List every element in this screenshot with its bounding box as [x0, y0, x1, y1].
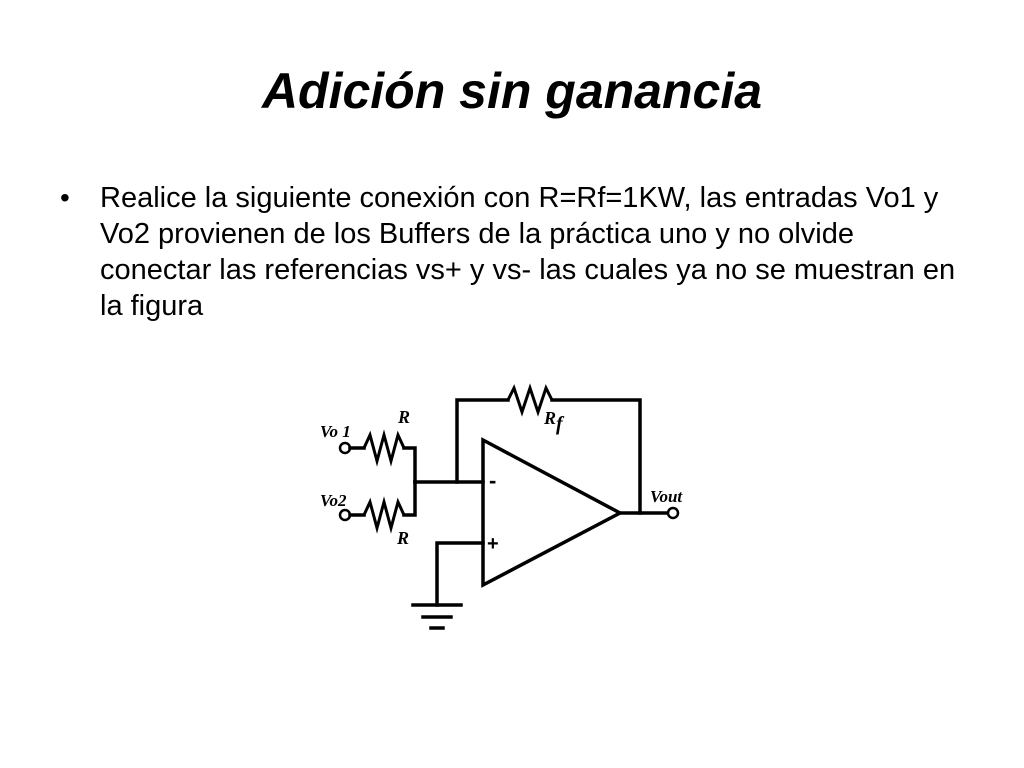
vo1-label: Vo 1	[320, 422, 351, 441]
feedback-wire-left	[455, 398, 510, 484]
vout-output-terminal	[666, 506, 680, 520]
ground-symbol	[411, 603, 463, 630]
bullet-text: Realice la siguiente conexión con R=Rf=1…	[100, 182, 956, 322]
summing-amplifier-circuit-diagram: - + Vo 1 R Vo2 R Rf Vout	[320, 383, 683, 630]
r1-resistor	[362, 429, 406, 467]
noninverting-sign: +	[487, 533, 499, 555]
r2-resistor	[362, 496, 406, 534]
noninverting-input-wire	[435, 541, 485, 607]
r2-wire	[402, 480, 417, 517]
vo2-label: Vo2	[320, 491, 347, 510]
vout-label: Vout	[650, 487, 683, 506]
r2-label: R	[396, 528, 409, 548]
rf-label: Rf	[543, 408, 565, 435]
inverting-sign: -	[489, 468, 496, 493]
bullet-marker: •	[60, 182, 70, 213]
feedback-resistor	[506, 383, 554, 417]
rf-label-main: R	[543, 408, 556, 428]
bullet-item: • Realice la siguiente conexión con R=Rf…	[60, 180, 960, 324]
slide-title: Adición sin ganancia	[261, 63, 763, 119]
rf-label-subscript: f	[556, 413, 565, 435]
feedback-wire-right	[550, 398, 642, 515]
r1-wire	[402, 446, 417, 484]
r1-label: R	[397, 407, 410, 427]
op-amp-triangle	[481, 437, 624, 588]
